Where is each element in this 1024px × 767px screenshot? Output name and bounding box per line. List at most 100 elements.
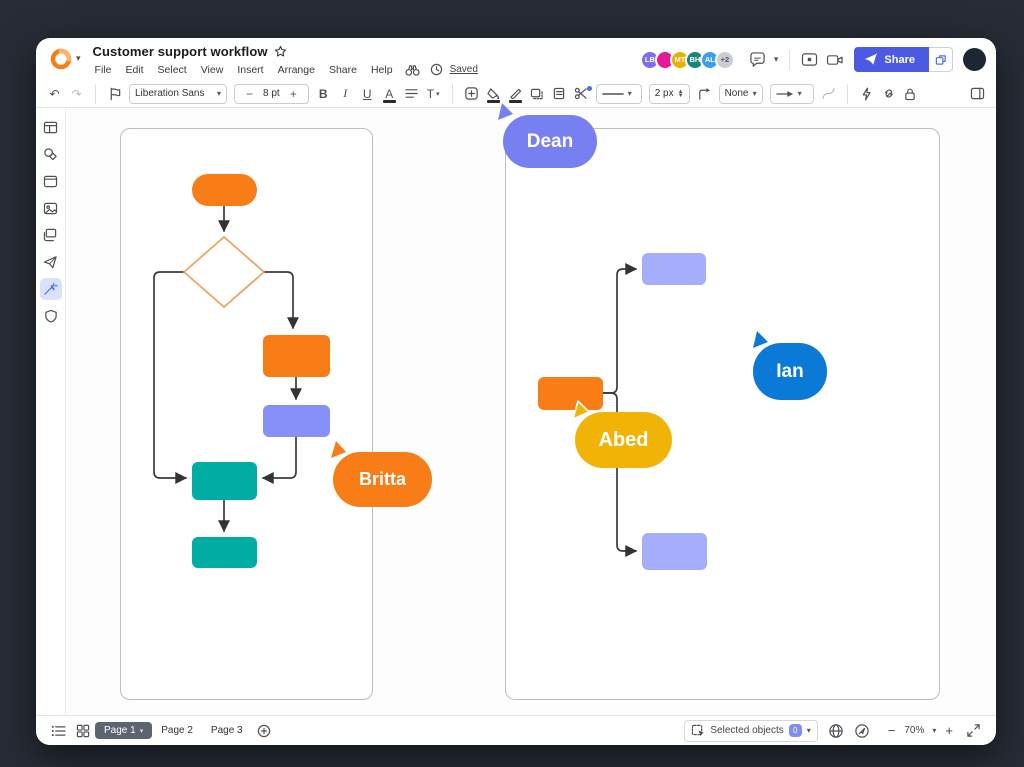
lock-icon[interactable] bbox=[900, 83, 921, 105]
page-panel-1[interactable] bbox=[120, 128, 373, 700]
page-grid-icon[interactable] bbox=[76, 724, 90, 738]
right-panel-toggle-icon[interactable] bbox=[967, 83, 988, 105]
process-shape-purple[interactable] bbox=[263, 405, 330, 437]
collaborator-cursor-dean: Dean bbox=[498, 103, 597, 168]
zoom-level-value[interactable]: 70% bbox=[904, 725, 925, 736]
shadow-button[interactable] bbox=[527, 83, 548, 105]
share-button[interactable]: Share bbox=[854, 47, 929, 72]
saved-status[interactable]: Saved bbox=[449, 64, 478, 75]
present-icon[interactable] bbox=[801, 52, 818, 67]
undo-button[interactable]: ↶ bbox=[49, 86, 60, 101]
shape-options-button[interactable] bbox=[461, 83, 482, 105]
redo-button[interactable]: ↷ bbox=[71, 86, 82, 101]
status-bar: Page 1 ▾ Page 2 Page 3 Selected objects … bbox=[36, 715, 996, 745]
text-options-button[interactable]: T▾ bbox=[426, 86, 440, 101]
text-align-button[interactable] bbox=[401, 83, 422, 105]
text-color-button[interactable]: A bbox=[379, 83, 400, 105]
font-family-select[interactable]: Liberation Sans ▾ bbox=[129, 83, 227, 104]
history-clock-icon[interactable] bbox=[430, 63, 443, 76]
group-link-icon[interactable] bbox=[878, 83, 899, 105]
collaborator-cursor-ian: Ian bbox=[753, 331, 827, 400]
logo-chevron-down-icon[interactable]: ▾ bbox=[76, 53, 81, 63]
find-binoculars-icon[interactable] bbox=[405, 64, 420, 76]
dock-shapes-icon[interactable] bbox=[40, 143, 62, 165]
menu-item-file[interactable]: File bbox=[94, 63, 112, 76]
process-shape-orange[interactable] bbox=[263, 335, 330, 377]
menu-item-view[interactable]: View bbox=[200, 63, 224, 76]
node-shape-purple-top[interactable] bbox=[642, 253, 706, 285]
line-style-select[interactable]: ▾ bbox=[595, 83, 642, 104]
italic-button[interactable]: I bbox=[343, 86, 348, 100]
layers-panel-button[interactable] bbox=[549, 83, 570, 105]
video-camera-icon[interactable] bbox=[826, 53, 844, 67]
font-size-decrease-button[interactable]: − bbox=[246, 86, 254, 101]
zoom-out-button[interactable]: − bbox=[887, 723, 896, 738]
outline-list-icon[interactable] bbox=[51, 725, 66, 737]
fullscreen-icon[interactable] bbox=[966, 723, 981, 738]
comment-bubble-icon[interactable] bbox=[749, 51, 766, 68]
collaborator-cursor-abed: Abed bbox=[572, 400, 672, 468]
left-dock bbox=[36, 108, 66, 715]
share-expand-icon[interactable] bbox=[929, 47, 953, 72]
menu-item-insert[interactable]: Insert bbox=[237, 63, 264, 76]
dock-frame-icon[interactable] bbox=[40, 170, 62, 192]
locate-cursor-icon[interactable] bbox=[854, 723, 870, 739]
page-tab-1[interactable]: Page 1 ▾ bbox=[95, 722, 153, 739]
quick-actions-bolt-icon[interactable] bbox=[856, 83, 877, 105]
page-tab-2[interactable]: Page 2 bbox=[152, 722, 202, 739]
dock-table-icon[interactable] bbox=[40, 116, 62, 138]
line-end-arrow-select[interactable]: ▾ bbox=[769, 83, 814, 104]
font-size-increase-button[interactable]: + bbox=[289, 86, 297, 101]
add-page-icon[interactable] bbox=[257, 724, 271, 738]
page-tab-label: Page 3 bbox=[210, 725, 243, 736]
zoom-in-button[interactable]: + bbox=[945, 723, 953, 738]
chevron-down-icon[interactable]: ▾ bbox=[932, 726, 937, 735]
menu-bar: File Edit Select View Insert Arrange Sha… bbox=[93, 61, 478, 78]
dock-magic-wand-icon[interactable] bbox=[39, 278, 62, 300]
process-shape-teal-1[interactable] bbox=[192, 462, 257, 500]
menu-item-help[interactable]: Help bbox=[370, 63, 393, 76]
more-tools-scissors-icon[interactable] bbox=[571, 83, 592, 105]
document-title[interactable]: Customer support workflow bbox=[92, 43, 268, 59]
line-color-button[interactable] bbox=[505, 83, 526, 105]
collaborator-avatars: LB MT BH AL +2 bbox=[639, 49, 735, 70]
bold-button[interactable]: B bbox=[318, 86, 328, 101]
chevron-down-icon: ▾ bbox=[216, 89, 221, 98]
line-width-stepper[interactable]: 2 px ▲▼ bbox=[648, 83, 690, 104]
line-start-select[interactable]: None ▾ bbox=[718, 83, 763, 104]
terminator-shape[interactable] bbox=[192, 174, 257, 206]
connector-elbow-icon[interactable] bbox=[694, 83, 715, 105]
underline-button[interactable]: U bbox=[362, 86, 372, 101]
menu-item-select[interactable]: Select bbox=[157, 63, 187, 76]
process-shape-teal-2[interactable] bbox=[192, 537, 257, 568]
collaborator-cursor-britta: Britta bbox=[331, 441, 432, 507]
spotlight-globe-icon[interactable] bbox=[828, 723, 844, 739]
divider bbox=[95, 83, 96, 104]
curved-connector-icon[interactable] bbox=[818, 83, 839, 105]
chevron-down-icon: ▾ bbox=[806, 726, 811, 735]
menu-item-share[interactable]: Share bbox=[328, 63, 357, 76]
node-shape-orange[interactable] bbox=[538, 377, 603, 410]
divider bbox=[451, 83, 453, 104]
dock-shield-icon[interactable] bbox=[40, 305, 62, 327]
font-size-value[interactable]: 8 pt bbox=[263, 88, 280, 99]
diagram-canvas[interactable]: Dean Britta Abed Ian bbox=[66, 103, 996, 715]
chevron-down-icon[interactable]: ▾ bbox=[773, 54, 779, 64]
divider bbox=[789, 49, 791, 70]
menu-item-edit[interactable]: Edit bbox=[125, 63, 144, 76]
avatar-overflow-count[interactable]: +2 bbox=[714, 49, 735, 70]
favorite-star-icon[interactable] bbox=[274, 45, 287, 58]
page-tab-3[interactable]: Page 3 bbox=[202, 722, 252, 739]
format-toolbar: ↶ ↷ Liberation Sans ▾ − 8 pt + B I U A T… bbox=[36, 80, 996, 108]
selected-objects-dropdown[interactable]: Selected objects 0 ▾ bbox=[684, 719, 818, 742]
lucid-logo-icon[interactable] bbox=[50, 48, 72, 70]
dock-image-icon[interactable] bbox=[40, 197, 62, 219]
chevron-down-icon: ▾ bbox=[627, 89, 632, 98]
menu-item-arrange[interactable]: Arrange bbox=[277, 63, 315, 76]
dock-layers-icon[interactable] bbox=[40, 224, 62, 246]
node-shape-purple-bottom[interactable] bbox=[642, 533, 707, 570]
dock-send-icon[interactable] bbox=[40, 251, 62, 273]
format-painter-icon[interactable] bbox=[104, 83, 125, 105]
user-profile-avatar[interactable] bbox=[963, 48, 986, 71]
fill-color-button[interactable] bbox=[483, 83, 504, 105]
